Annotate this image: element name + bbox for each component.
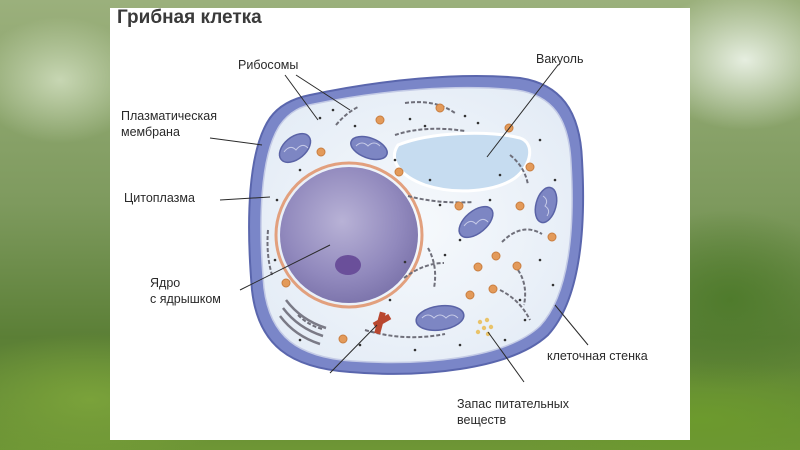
nuclear-envelope <box>274 161 424 309</box>
label-nutrients-line1: Запас питательных <box>457 397 570 411</box>
label-vacuole: Вакуоль <box>536 52 584 66</box>
label-nutrients-line2: веществ <box>457 413 507 427</box>
lipid-granules <box>281 103 557 344</box>
ribosomes <box>273 108 557 352</box>
label-ribosomes: Рибосомы <box>238 58 299 72</box>
mitochondria-cristae <box>283 142 550 319</box>
label-plasma-membrane-line2: мембрана <box>121 125 180 139</box>
diagram-title: Грибная клетка <box>117 7 262 28</box>
endoplasmic-reticulum <box>266 101 543 339</box>
leader-lines <box>209 64 589 383</box>
nucleus <box>280 167 418 303</box>
vacuole <box>393 131 531 193</box>
label-nucleus-line2: с ядрышком <box>150 292 221 306</box>
label-nucleus-line1: Ядро <box>150 276 181 290</box>
golgi-apparatus <box>279 299 327 346</box>
label-plasma-membrane-line1: Плазматическая <box>121 109 217 123</box>
label-cell-wall: клеточная стенка <box>547 349 648 363</box>
label-cytoplasm: Цитоплазма <box>124 191 195 205</box>
nucleolus <box>335 255 361 275</box>
reserve-body <box>372 311 392 335</box>
